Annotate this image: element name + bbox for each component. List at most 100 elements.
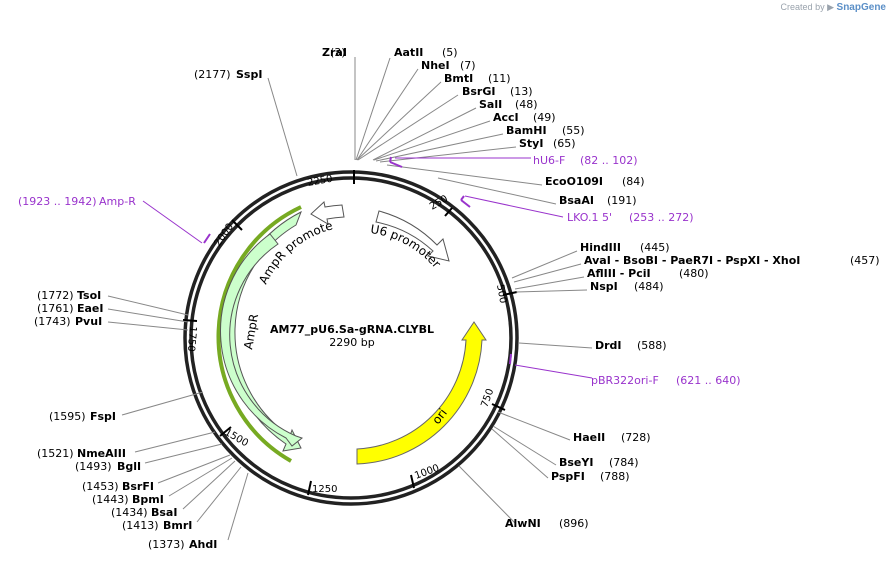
site-name-tsoi: TsoI: [77, 289, 101, 302]
site-pos-fspi: (1595): [49, 410, 86, 423]
site-name-ecoo109i: EcoO109I: [545, 175, 603, 188]
site-name-aatii: AatII: [394, 46, 423, 59]
site-name-eaei: EaeI: [77, 302, 104, 315]
leader-sspi: [267, 77, 298, 177]
site-pos-styi: (65): [553, 137, 576, 150]
site-pos-afliii-pcii: (480): [679, 267, 709, 280]
leader-ahdi: [227, 472, 249, 541]
leader-ecoo109i: [386, 164, 543, 186]
site-pos-bpmi: (1443): [92, 493, 129, 506]
leader-bsrfi: [157, 454, 231, 484]
primer-range-ampr: (1923 .. 1942): [18, 195, 97, 208]
leader-alwni: [458, 465, 516, 524]
ampr-highlight-arc: [216, 205, 302, 463]
leader-styi: [379, 146, 517, 163]
leader-bsaai: [437, 177, 557, 205]
leader-aatii: [355, 57, 391, 161]
site-pos-bsai: (1434): [111, 506, 148, 519]
site-pos-ecoo109i: (84): [622, 175, 645, 188]
primer-markers: [203, 156, 512, 365]
site-name-sspi: SspI: [236, 68, 262, 81]
site-pos-sspi: (2177): [194, 68, 231, 81]
site-pos-nmeaiii: (1521): [37, 447, 74, 460]
site-pos-bsrgi: (13): [510, 85, 533, 98]
leader-bamhi: [375, 133, 504, 162]
leader-nmeaiii: [134, 431, 216, 453]
site-pos-hindiii: (445): [640, 241, 670, 254]
u6-promoter-arrow[interactable]: [375, 210, 450, 262]
snapgene-logo-icon: ▶: [827, 2, 835, 12]
site-name-fspi: FspI: [90, 410, 116, 423]
tick-1250: [307, 480, 312, 496]
site-name-bgli: BglI: [117, 460, 141, 473]
plasmid-name: AM77_pU6.Sa-gRNA.CLYBL: [270, 323, 434, 336]
primer-name-hu6f: hU6-F: [533, 154, 565, 167]
site-pos-haeii: (728): [621, 431, 651, 444]
site-name-pspfi: PspFI: [551, 470, 585, 483]
site-pos-bmri: (1413): [122, 519, 159, 532]
site-pos-bamhi: (55): [562, 124, 585, 137]
leader-fspi: [121, 391, 204, 416]
primer-marker-pbr322: [509, 353, 512, 365]
leader-pvui: [107, 321, 189, 331]
leader-sali: [372, 107, 477, 161]
site-name-bpmi: BpmI: [132, 493, 164, 506]
primer-labels: hU6-F (82 .. 102) LKO.1 5' (253 .. 272) …: [18, 154, 741, 387]
site-name-afliii-pcii: AflIII - PciI: [587, 267, 651, 280]
feature-label-ampr-promoter: AmpR promoter: [0, 0, 334, 286]
tick-label-1750: 1750: [185, 326, 198, 352]
site-pos-eaei: (1761): [37, 302, 74, 315]
ori-arrow[interactable]: [356, 321, 487, 465]
site-pos-pspfi: (788): [600, 470, 630, 483]
primer-name-lko: LKO.1 5': [567, 211, 612, 224]
site-name-ahdi: AhdI: [189, 538, 217, 551]
plasmid-length: 2290 bp: [329, 336, 374, 349]
tick-750: [491, 403, 506, 411]
primer-name-pbr322: pBR322ori-F: [591, 374, 659, 387]
primer-range-pbr322: (621 .. 640): [676, 374, 741, 387]
site-pos-ahdi: (1373): [148, 538, 185, 551]
site-name-haeii: HaeII: [573, 431, 605, 444]
site-pos-aatii: (5): [442, 46, 458, 59]
leader-drdi: [518, 342, 593, 349]
backbone-inner: [189, 176, 513, 500]
tick-2000: [231, 219, 243, 231]
site-name-acci: AccI: [493, 111, 519, 124]
primer-marker-ampr: [203, 233, 211, 244]
watermark-prefix: Created by: [780, 2, 825, 12]
leader-bmti: [356, 81, 442, 161]
site-pos-drdi: (588): [637, 339, 667, 352]
site-name-alwni: AlwNI: [505, 517, 541, 530]
leader-hindiii: [511, 250, 578, 279]
site-name-zrai: ZraI: [322, 46, 347, 59]
tick-label-2000: 2000: [212, 222, 236, 249]
leader-bsrgi: [357, 94, 459, 161]
leader-haeii: [497, 411, 571, 441]
site-labels-right: (3) ZraI AatII (5) NheI (7) BmtI (11) Bs…: [322, 46, 880, 530]
site-pos-acci: (49): [533, 111, 556, 124]
leader-bpmi: [168, 457, 233, 497]
site-name-avai-group: AvaI - BsoBI - PaeR7I - PspXI - XhoI: [584, 254, 800, 267]
ampr-promoter-arrow[interactable]: [310, 201, 345, 225]
site-pos-nhei: (7): [460, 59, 476, 72]
site-name-nhei: NheI: [421, 59, 450, 72]
primer-name-ampr: Amp-R: [99, 195, 136, 208]
site-name-nspi: NspI: [590, 280, 618, 293]
primer-marker-lko: [460, 195, 471, 208]
primer-leader-lines: [142, 157, 593, 379]
site-name-bmti: BmtI: [444, 72, 473, 85]
primer-leader-pbr322: [514, 364, 593, 379]
primer-marker-hu6f: [389, 156, 403, 168]
leader-afliii: [514, 276, 585, 290]
site-name-bsrgi: BsrGI: [462, 85, 495, 98]
site-name-sali: SalI: [479, 98, 502, 111]
site-pos-bsrfi: (1453): [82, 480, 119, 493]
leader-bmri: [196, 466, 242, 523]
site-labels-left: (1373) AhdI (1413) BmrI (1434) BsaI (144…: [34, 68, 262, 551]
tick-500: [502, 291, 518, 296]
ampr-inner-arrow[interactable]: [220, 233, 304, 447]
site-name-bmri: BmrI: [163, 519, 192, 532]
leader-avai: [513, 263, 582, 283]
tick-label-500: 500: [494, 284, 508, 305]
